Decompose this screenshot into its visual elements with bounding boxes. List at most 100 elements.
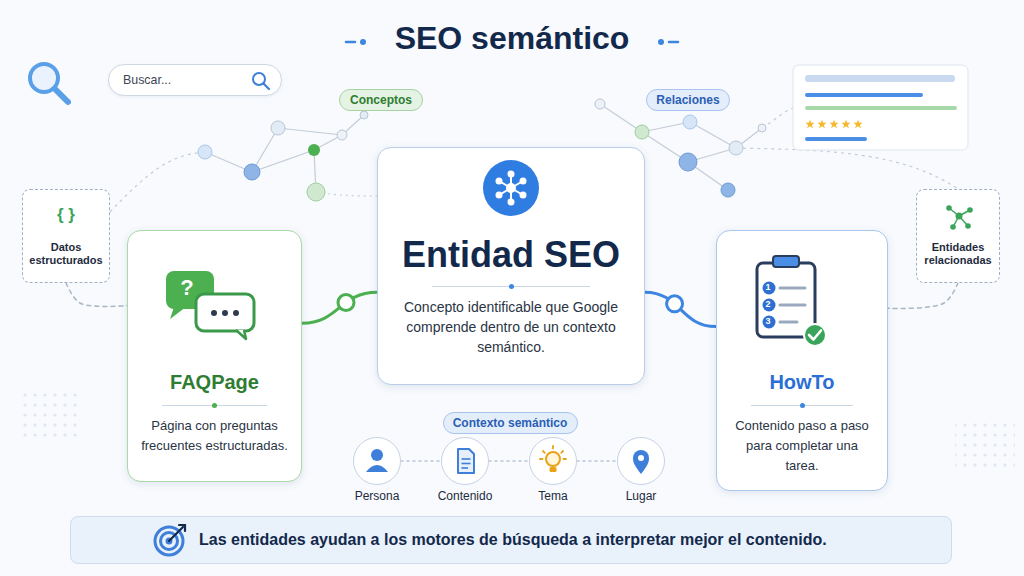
decor-shape <box>543 451 545 453</box>
decor-shape <box>965 223 971 229</box>
relation-pill: Relaciones <box>646 89 730 111</box>
decor-shape <box>506 183 516 193</box>
decor-shape <box>166 271 214 309</box>
decor-shape <box>805 75 955 82</box>
decor-shape <box>946 205 973 230</box>
decor-shape <box>264 84 270 90</box>
entity-icon <box>378 148 646 248</box>
decor-shape <box>271 121 285 135</box>
decor-shape <box>805 120 814 129</box>
decor-shape <box>600 104 642 132</box>
decor-shape <box>953 216 959 227</box>
decor-shape <box>360 39 366 45</box>
pin-icon <box>618 438 666 486</box>
decor-shape <box>520 192 527 199</box>
node-heading: FAQPage <box>170 369 259 395</box>
context-circle: Lugar <box>617 437 665 485</box>
entity-card: Entidad SEOConcepto identificable que Go… <box>377 147 645 385</box>
connector-group <box>577 461 617 462</box>
decor-shape <box>161 533 178 550</box>
connector-line <box>577 460 617 462</box>
concept-network <box>110 115 377 212</box>
decor-shape <box>18 392 78 442</box>
dashed-box: Datos estructurados <box>22 189 110 283</box>
concept-network-nodes <box>198 111 368 201</box>
decor-shape <box>780 321 797 324</box>
decor-shape <box>233 310 239 316</box>
decor-shape <box>252 150 314 172</box>
decor-shape <box>499 188 511 195</box>
concept-pill: Conceptos <box>339 89 423 111</box>
connector-group <box>401 461 441 462</box>
decor-shape <box>817 120 826 129</box>
decor-shape <box>360 111 368 119</box>
node-heading: Buscar... <box>123 73 171 87</box>
connector-line <box>401 460 441 462</box>
decor-shape <box>552 446 554 449</box>
decor-shape <box>244 164 260 180</box>
icon-glyph: { } <box>57 206 75 223</box>
decor-shape <box>757 263 815 337</box>
target-icon <box>71 517 201 565</box>
decor-shape <box>967 207 973 213</box>
connector-line <box>489 460 529 462</box>
divider-line <box>751 405 853 406</box>
node-heading: Contenido <box>438 489 493 503</box>
search-icon <box>30 64 68 102</box>
decor-shape <box>337 130 347 140</box>
decor-shape <box>462 463 471 465</box>
connector-group <box>645 292 716 326</box>
decor-shape <box>55 89 68 102</box>
decor-shape <box>564 458 567 460</box>
node-heading: Persona <box>355 489 400 503</box>
decor-shape <box>633 450 649 474</box>
decor-shape <box>510 174 512 188</box>
dashed-box: Entidades relacionadas <box>916 189 1000 283</box>
context-circle: Persona <box>353 437 401 485</box>
connector-group <box>66 283 127 306</box>
decor-shape <box>805 137 867 141</box>
decor-shape <box>520 178 527 185</box>
decor-shape <box>853 120 862 129</box>
search-box: Buscar... <box>108 64 282 96</box>
decor-shape <box>841 120 850 129</box>
decor-shape <box>736 148 958 189</box>
document-icon <box>442 438 490 486</box>
decor-shape <box>366 465 388 472</box>
decor-shape <box>561 451 563 453</box>
result-card <box>793 65 968 150</box>
decor-shape <box>458 449 474 473</box>
divider-line <box>432 286 590 287</box>
connector-joint <box>338 295 354 311</box>
faq-card: FAQPagePágina con preguntas frecuentes e… <box>127 230 302 482</box>
decor-shape <box>679 153 697 171</box>
bulb-icon <box>530 438 578 486</box>
decor-shape <box>546 452 560 466</box>
decor-shape <box>236 330 246 339</box>
step-number: 3 <box>765 317 770 326</box>
decor-shape <box>540 446 566 459</box>
decor-shape <box>809 331 821 340</box>
decor-shape <box>499 174 523 202</box>
decor-shape <box>346 41 355 44</box>
decor-shape <box>780 304 805 307</box>
node-heading: Relaciones <box>656 93 719 107</box>
decor-shape <box>763 299 776 312</box>
decor-shape <box>169 527 183 541</box>
decor-shape <box>946 205 952 211</box>
decor-shape <box>155 527 183 555</box>
decor-shape <box>496 171 527 206</box>
decor-shape <box>196 294 254 331</box>
decor-shape <box>638 455 644 461</box>
context-pill: Contexto semántico <box>443 412 578 434</box>
step-number: 1 <box>765 283 770 292</box>
context-circle: Contenido <box>441 437 489 485</box>
connector-group <box>888 283 958 308</box>
decor-shape <box>690 122 736 148</box>
decor-shape <box>758 124 766 132</box>
decor-shape <box>762 108 793 128</box>
node-body: Concepto identificable que Google compre… <box>401 297 621 357</box>
decor-shape <box>829 120 838 129</box>
connector-joint <box>667 296 683 312</box>
